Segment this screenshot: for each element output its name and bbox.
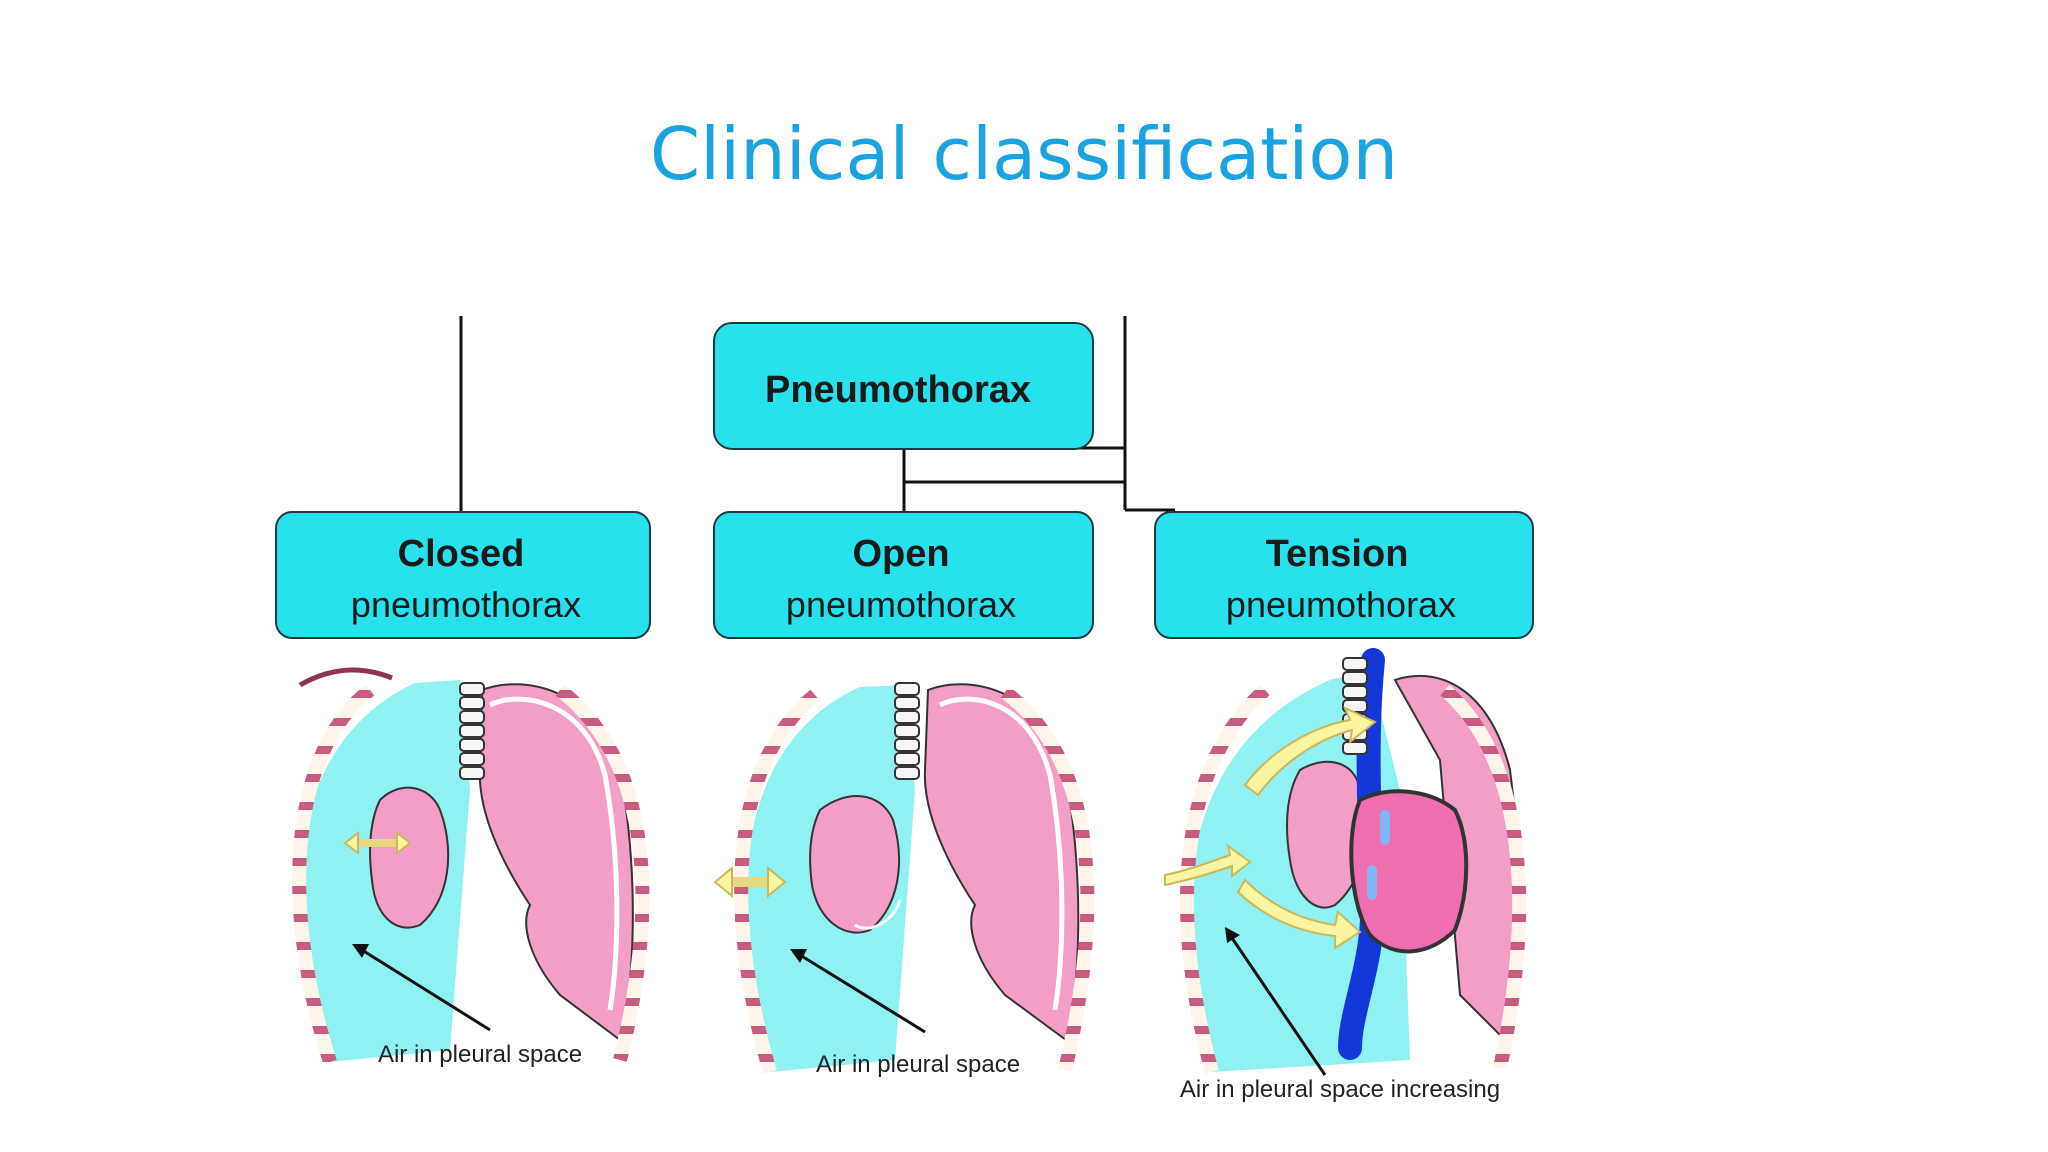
closed-pneumothorax-box: Closed pneumothorax	[275, 511, 651, 639]
open-air-arrow-icon	[713, 865, 787, 899]
closed-subtitle: pneumothorax	[351, 584, 581, 625]
open-lung-illustration: Air in pleural space	[713, 682, 1095, 1078]
tension-vein-highlight	[1367, 810, 1390, 900]
tension-lung-illustration: Air in pleural space increasing	[1164, 648, 1527, 1103]
closed-pointer-arrow-icon	[352, 944, 491, 1032]
tension-title: Tension	[1266, 533, 1409, 575]
open-pneumothorax-box: Open pneumothorax	[713, 511, 1094, 639]
tension-pointer-arrow-icon	[1225, 927, 1327, 1076]
open-pointer-arrow-icon	[790, 949, 926, 1034]
tension-pneumothorax-box: Tension pneumothorax	[1154, 511, 1534, 639]
open-title: Open	[852, 533, 949, 575]
closed-lung-illustration: Air in pleural space	[292, 667, 650, 1068]
pneumothorax-root-box: Pneumothorax	[713, 322, 1094, 450]
closed-trachea-icon	[459, 682, 485, 780]
open-caption: Air in pleural space	[816, 1051, 1020, 1078]
open-subtitle: pneumothorax	[786, 584, 1016, 625]
tension-caption: Air in pleural space increasing	[1180, 1076, 1500, 1103]
tension-air-arrows-icon	[1164, 706, 1377, 950]
closed-caption: Air in pleural space	[378, 1041, 582, 1068]
slide-title: Clinical classification	[649, 112, 1399, 196]
open-trachea-icon	[894, 682, 920, 780]
closed-air-arrow-icon	[343, 830, 412, 856]
closed-title: Closed	[398, 533, 525, 575]
tension-subtitle: pneumothorax	[1226, 584, 1456, 625]
tension-trachea-icon	[1342, 657, 1368, 755]
root-label: Pneumothorax	[765, 369, 1031, 411]
